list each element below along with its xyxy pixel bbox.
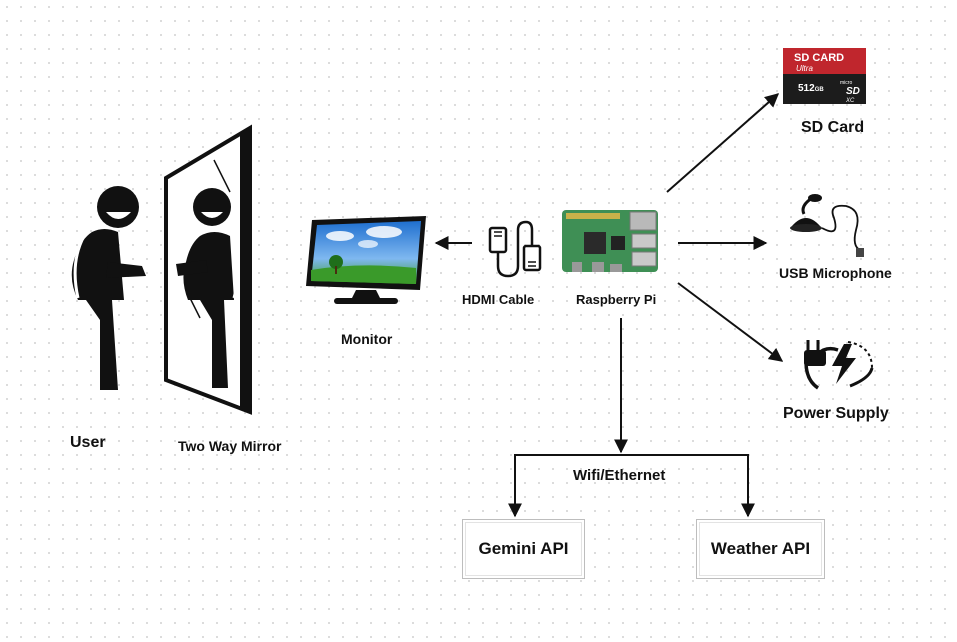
gemini-api-label: Gemini API <box>478 539 569 558</box>
hdmi-cable-icon <box>488 220 542 278</box>
svg-text:512GB: 512GB <box>798 83 824 94</box>
weather-api-box: Weather API <box>696 519 825 579</box>
monitor-icon <box>306 216 426 304</box>
sd-series-text: Ultra <box>796 64 813 73</box>
network-label: Wifi/Ethernet <box>573 467 666 484</box>
sd-micro-text: micro <box>840 80 852 86</box>
power-supply-icon <box>804 340 874 390</box>
raspberry-pi-board-icon <box>562 210 658 272</box>
sd-capacity-text: 512 <box>798 83 815 94</box>
raspberry-pi-label: Raspberry Pi <box>576 292 657 307</box>
sd-card-icon: SD CARD Ultra 512GB micro SD XC <box>783 48 866 104</box>
connector-lines <box>434 93 784 518</box>
usb-microphone-label: USB Microphone <box>779 265 892 281</box>
sd-xc-text: XC <box>845 98 855 104</box>
gemini-api-box: Gemini API <box>462 519 585 579</box>
usb-microphone-icon <box>790 194 864 257</box>
user-label: User <box>70 434 106 451</box>
sd-logo-text: SD <box>846 86 860 97</box>
network-bar <box>514 454 749 516</box>
two-way-mirror-icon <box>164 124 252 415</box>
sd-card-label: SD Card <box>801 119 865 136</box>
sd-brand-text: SD CARD <box>794 52 844 64</box>
arrow-pi-to-power <box>677 282 784 362</box>
weather-api-label: Weather API <box>710 539 811 558</box>
arrow-pi-to-sd <box>666 93 780 193</box>
monitor-label: Monitor <box>341 331 393 347</box>
mirror-label: Two Way Mirror <box>178 438 282 454</box>
user-figure-icon <box>71 186 146 390</box>
sd-capacity-unit: GB <box>815 87 825 93</box>
hdmi-cable-label: HDMI Cable <box>462 292 535 307</box>
power-supply-label: Power Supply <box>783 405 889 422</box>
